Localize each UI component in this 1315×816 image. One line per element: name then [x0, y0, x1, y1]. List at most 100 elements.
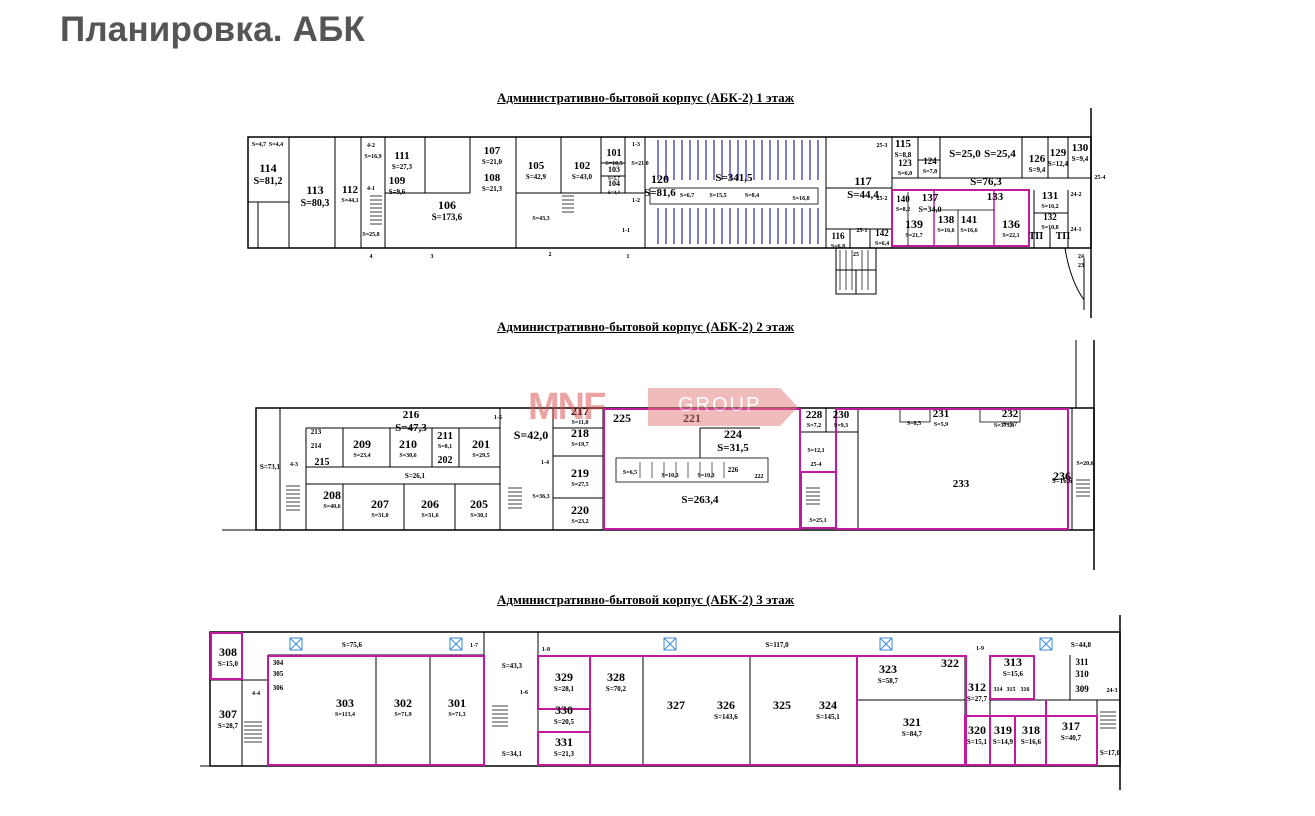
- room-number: 108: [484, 172, 501, 184]
- room-number: 323: [879, 662, 897, 676]
- room-number: 329: [555, 670, 573, 684]
- room-number: 132: [1043, 212, 1057, 222]
- room-area: S=4,4: [269, 142, 283, 148]
- room-number: 139: [905, 217, 923, 231]
- axis-label: 1-3: [632, 142, 640, 148]
- room-area: S=42,0: [514, 428, 549, 442]
- room-area: S=6,7: [680, 193, 694, 199]
- room-number: 312: [968, 680, 986, 694]
- room-number: 311: [1075, 657, 1089, 667]
- room-area: S=9,4: [1029, 166, 1046, 174]
- room-area: S=10,5: [605, 161, 622, 167]
- room-area: S=71,9: [394, 712, 411, 718]
- room-area: S=26,1: [405, 472, 426, 480]
- axis-label: 2: [549, 252, 552, 258]
- room-area: S=341,5: [715, 172, 753, 184]
- room-number: 112: [342, 184, 358, 196]
- room-area: S=5,9: [934, 422, 948, 428]
- room-number: 310: [1075, 669, 1089, 679]
- room-number: 208: [323, 488, 341, 502]
- room-area: S=27,5: [571, 482, 588, 488]
- room-area: S=6,8: [831, 244, 845, 250]
- room-number: 126: [1029, 153, 1046, 165]
- room-area: S=16,6: [1052, 477, 1073, 485]
- room-area: S=31,5: [717, 442, 749, 454]
- room-number: 302: [394, 696, 412, 710]
- room-area: S=15,0: [218, 660, 239, 668]
- room-number: 303: [336, 696, 354, 710]
- room-number: 213: [311, 428, 322, 436]
- room-number: 120: [651, 172, 669, 186]
- axis-label: 1-2: [632, 198, 640, 204]
- room-area: S=42,9: [526, 173, 547, 181]
- room-area: S=15,6: [1003, 670, 1024, 678]
- room-number: 326: [717, 698, 735, 712]
- room-number: 215: [315, 457, 330, 468]
- room-area: S=8,8: [895, 151, 912, 159]
- room-number: 102: [574, 160, 591, 172]
- room-number: 202: [438, 455, 453, 466]
- room-number: 115: [895, 138, 911, 150]
- room-number: 209: [353, 437, 371, 451]
- floor-3-caption: Административно-бытовой корпус (АБК-2) 3…: [497, 592, 795, 607]
- room-area: S=145,1: [816, 713, 840, 721]
- room-number: 226: [728, 466, 739, 474]
- floor-3-highlights: [210, 632, 1098, 766]
- room-area: S=12,4: [1048, 160, 1069, 168]
- room-area: S=9,4: [1072, 155, 1089, 163]
- room-number: 117: [854, 174, 871, 188]
- room-number: 328: [607, 670, 625, 684]
- axis-label: 24-1: [1071, 227, 1082, 233]
- room-number: 321: [903, 715, 921, 729]
- room-area: S=81,2: [254, 176, 283, 187]
- room-area: S=71,3: [448, 712, 465, 718]
- axis-label: 24-2: [1071, 192, 1082, 198]
- room-number: 217: [571, 404, 589, 418]
- room-area: S=44,8: [1071, 641, 1092, 649]
- room-area: S=31,6: [421, 513, 438, 519]
- room-area: S=29,5: [472, 453, 489, 459]
- axis-label: 1-9: [976, 646, 984, 652]
- room-area: S=21,3: [554, 750, 575, 758]
- room-area: S=15,5: [709, 193, 726, 199]
- room-number: 123: [898, 158, 912, 168]
- room-area: S=173,6: [432, 212, 463, 222]
- room-number: 322: [941, 656, 959, 670]
- room-number: 214: [311, 442, 322, 450]
- room-number: 306: [273, 684, 284, 692]
- floor-2-caption: Административно-бытовой корпус (АБК-2) 2…: [497, 319, 795, 334]
- room-area: S=373,8: [994, 423, 1014, 429]
- room-area: S=8,4: [745, 193, 759, 199]
- room-area: S=21,0: [482, 158, 503, 166]
- room-number: 138: [938, 214, 955, 226]
- room-area: S=21,7: [905, 233, 922, 239]
- room-number: 207: [371, 497, 389, 511]
- room-area: S=23,2: [571, 519, 588, 525]
- room-area: S=9,3: [834, 423, 848, 429]
- axis-label: 25-4: [811, 462, 822, 468]
- room-area: S=30,1: [470, 513, 487, 519]
- axis-label: 4-3: [290, 462, 298, 468]
- room-area: S=6,4: [875, 241, 889, 247]
- room-number: 105: [528, 160, 545, 172]
- room-area: S=25,8: [362, 232, 379, 238]
- room-number: 205: [470, 497, 488, 511]
- room-number: 216: [403, 409, 420, 421]
- room-area: S=43,3: [502, 662, 523, 670]
- room-number: 136: [1002, 217, 1020, 231]
- axis-label: 1-8: [542, 647, 550, 653]
- room-area: S=7,2: [807, 423, 821, 429]
- room-area: S=58,7: [878, 677, 899, 685]
- room-number: 313: [1004, 655, 1022, 669]
- axis-label: 25-2: [877, 196, 888, 202]
- room-number: 330: [555, 703, 573, 717]
- room-area: S=17,0: [1100, 749, 1121, 757]
- room-area: S=21,0: [631, 161, 648, 167]
- room-number: 232: [1002, 408, 1019, 420]
- room-number: 131: [1042, 190, 1059, 202]
- room-area: S=20,6: [1076, 461, 1093, 467]
- room-area: S=19,7: [571, 442, 588, 448]
- room-number: 104: [608, 179, 620, 188]
- room-area: S=36,3: [532, 494, 549, 500]
- room-area: S=263,4: [681, 494, 719, 506]
